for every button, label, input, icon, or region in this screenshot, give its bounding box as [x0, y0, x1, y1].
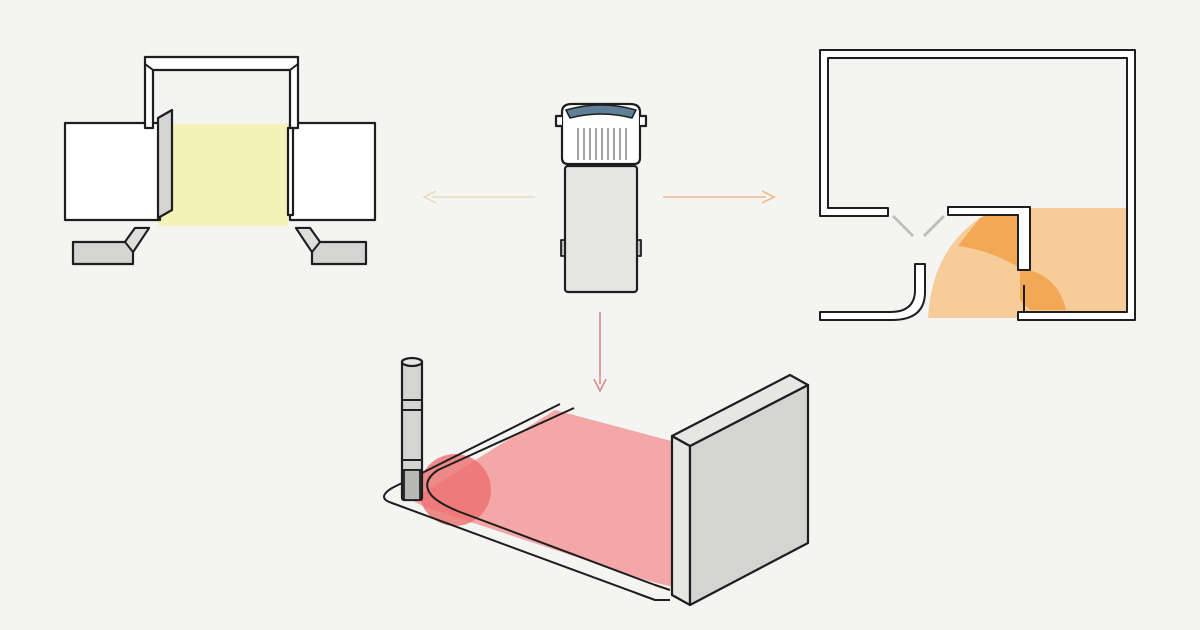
floor-plan-scene — [819, 49, 1136, 321]
dock-door-leaf-right — [286, 126, 295, 217]
dock-zone — [158, 124, 288, 226]
truck-hood-vents — [577, 128, 627, 160]
truck-trailer-side-marker-right — [636, 239, 642, 257]
loading-dock-scene — [63, 55, 377, 266]
dock-bumper-left-top — [124, 227, 150, 253]
dock-frame-inner-left — [144, 63, 154, 71]
room-wall-partition — [947, 206, 1031, 271]
dock-frame-inner-right — [289, 63, 299, 71]
truck-icon — [554, 102, 648, 294]
arrow-to-bollard — [593, 312, 607, 393]
room-curved-wall — [819, 263, 926, 321]
room-wall-outer — [819, 49, 1136, 321]
arrow-to-floor-plan — [663, 190, 776, 204]
dock-left-block — [63, 121, 162, 222]
truck-trailer-side-marker-left — [560, 239, 566, 257]
wall-block-front — [670, 434, 692, 607]
wall-block-top — [670, 373, 810, 448]
bollard-icon — [400, 356, 424, 502]
arrow-to-dock — [422, 190, 535, 204]
turn-zone-overlap-bottom — [1020, 268, 1066, 310]
danger-zone-corner — [419, 454, 491, 526]
truck-trailer — [563, 164, 639, 294]
truck-mirror-left — [554, 114, 562, 128]
dock-right-block — [288, 121, 377, 222]
truck-windshield — [565, 104, 637, 119]
bollard-wall-scene — [383, 356, 810, 607]
door-beam-right — [922, 214, 946, 238]
turn-zone-overlap-top — [958, 208, 1020, 268]
zone-border-inner — [426, 407, 671, 591]
door-beam-left — [891, 214, 915, 238]
danger-zone — [412, 410, 690, 590]
dock-bumper-right-top — [295, 227, 321, 253]
truck-mirror-right — [640, 114, 648, 128]
dock-door-leaf-left — [156, 108, 174, 220]
zone-border-outer — [383, 403, 670, 601]
truck-cab — [560, 102, 642, 166]
